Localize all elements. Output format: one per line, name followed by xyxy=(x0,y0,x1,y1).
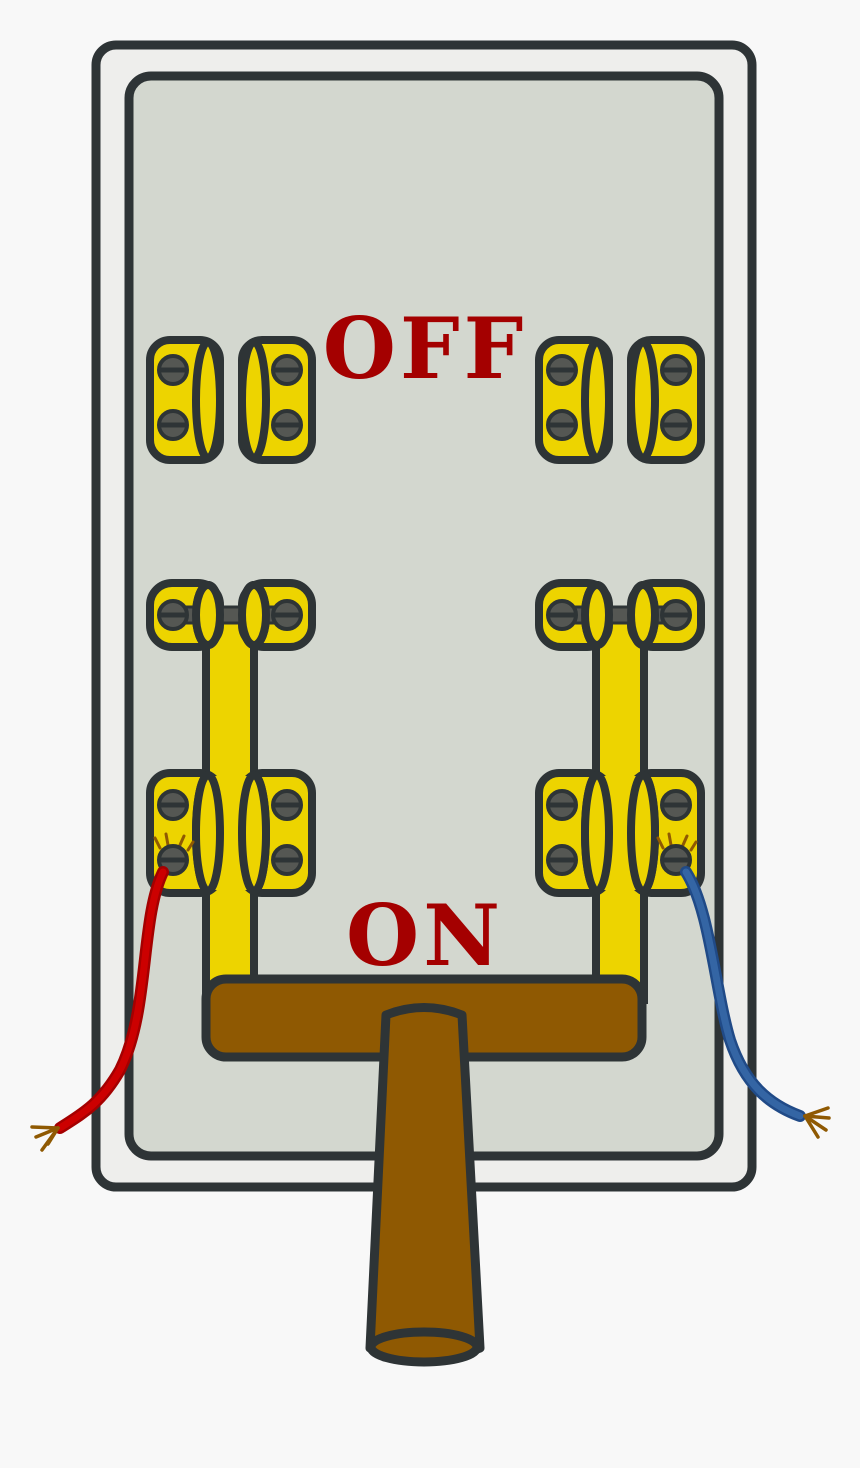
hinge-right xyxy=(539,583,701,647)
on-contact-left xyxy=(150,773,312,893)
handle-grip[interactable] xyxy=(365,1003,485,1367)
on-label: ON xyxy=(346,886,504,985)
copper-strands-icon xyxy=(153,832,195,852)
blue-wire xyxy=(680,866,831,1139)
hinge-left xyxy=(150,583,312,647)
red-wire xyxy=(30,866,169,1152)
off-label: OFF xyxy=(323,299,527,398)
on-contact-right xyxy=(539,773,701,893)
